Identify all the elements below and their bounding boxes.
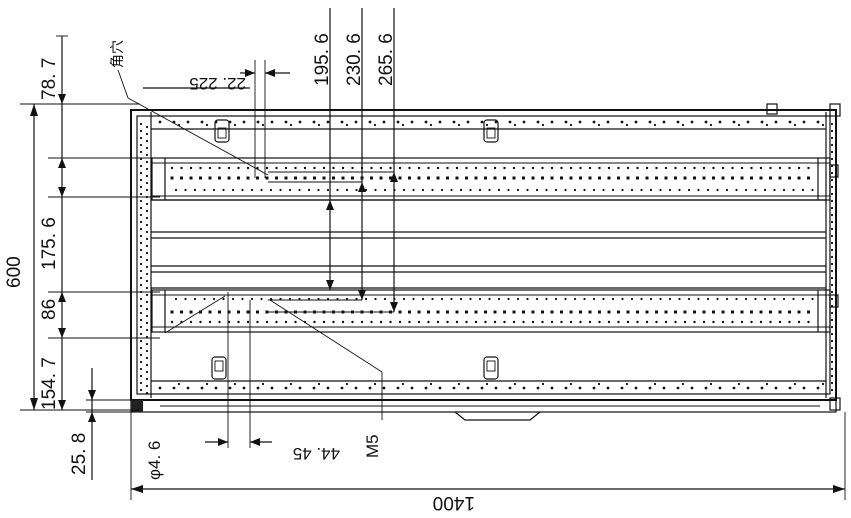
enclosure-frame [130, 109, 837, 421]
latch-bottom-left [211, 356, 227, 380]
left-dimension-lines [20, 35, 160, 480]
dim-78-7: 78. 7 [39, 58, 60, 100]
width-dimension [130, 412, 846, 500]
dim-230-6: 230. 6 [344, 33, 365, 86]
right-side-holes [830, 122, 834, 392]
callout-square-hole: 角穴 [110, 40, 126, 68]
dim-1400: 1400 [433, 492, 475, 513]
latch-top-right [483, 119, 499, 143]
middle-bars [151, 199, 826, 289]
dim-phi-4-6: φ4. 6 [145, 441, 164, 480]
dim-86: 86 [39, 299, 60, 320]
callout-m5: M5 [363, 434, 382, 458]
lower-detail-dims [117, 69, 383, 448]
dim-600: 600 [4, 256, 25, 288]
left-side-holes [139, 122, 149, 395]
bottom-hole-row [158, 382, 825, 390]
dim-22-225: 22. 225 [189, 74, 246, 93]
dim-44-45: 44. 45 [293, 444, 340, 463]
latch-bottom-right [483, 356, 499, 380]
right-mount-tabs [766, 103, 841, 411]
top-hole-row [158, 120, 825, 127]
lower-rack-rail [151, 289, 831, 333]
top-dimension-lines [143, 8, 398, 313]
upper-rack-rail [151, 157, 831, 201]
dim-265-6: 265. 6 [376, 33, 397, 86]
dim-25-8: 25. 8 [69, 433, 90, 475]
latch-top-left [214, 119, 230, 143]
dim-195-6: 195. 6 [312, 33, 333, 86]
dim-175-6: 175. 6 [39, 217, 60, 270]
dim-154-7: 154. 7 [39, 357, 60, 410]
